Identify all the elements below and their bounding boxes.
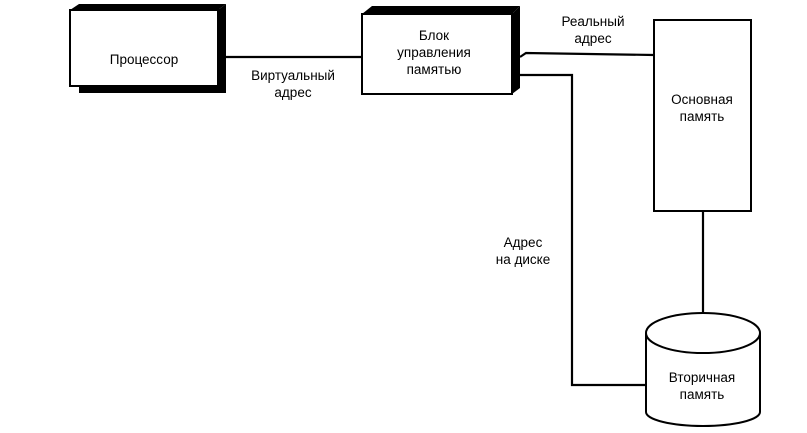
real-address-label-line-1: Реальный xyxy=(561,14,624,29)
main-memory-label-line-2: память xyxy=(680,109,725,124)
main-memory-box: Основная память xyxy=(653,19,752,212)
real-address-line xyxy=(519,51,655,58)
disk-address-line xyxy=(520,73,646,387)
secondary-memory-cylinder: Вторичная память xyxy=(645,312,761,427)
virtual-address-label-line-1: Виртуальный xyxy=(251,68,335,83)
mmu-label-line-2: управления xyxy=(397,45,471,60)
mmu-box: Блок управления памятью xyxy=(361,6,520,95)
secondary-memory-label-line-1: Вторичная xyxy=(669,370,735,385)
real-address-label-line-2: адрес xyxy=(574,31,611,46)
processor-box: Процессор xyxy=(69,4,226,93)
disk-address-label-line-1: Адрес xyxy=(504,235,543,250)
processor-label: Процессор xyxy=(110,52,178,67)
mmu-label-line-3: памятью xyxy=(407,62,462,77)
disk-address-label-line-2: на диске xyxy=(496,252,550,267)
main-memory-label-line-1: Основная xyxy=(671,92,733,107)
virtual-address-label-line-2: адрес xyxy=(274,85,311,100)
mmu-label-line-1: Блок xyxy=(419,28,449,43)
secondary-memory-label-line-2: память xyxy=(680,387,725,402)
